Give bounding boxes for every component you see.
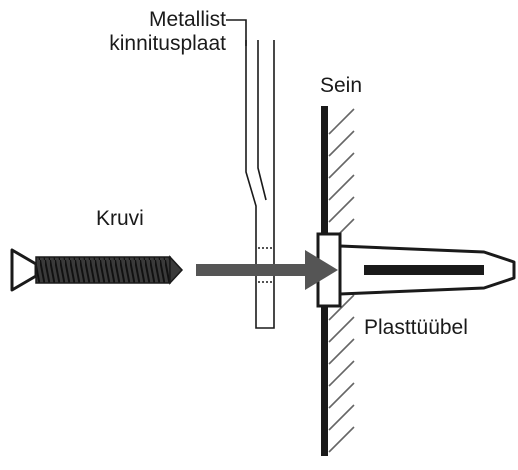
plastic-wall-plug xyxy=(316,232,516,308)
plate-label-leader xyxy=(226,19,247,46)
plate-label: Metallist kinnitusplaat xyxy=(40,8,226,56)
plate-label-line1: Metallist xyxy=(148,8,226,31)
insertion-arrow xyxy=(196,250,338,290)
screw xyxy=(10,248,184,292)
plate-label-line2: kinnitusplaat xyxy=(109,32,226,55)
wall-plug-label: Plasttüübel xyxy=(364,316,468,339)
metal-mounting-plate xyxy=(245,40,275,329)
wall-label: Sein xyxy=(320,74,363,97)
screw-label: Kruvi xyxy=(96,207,144,230)
